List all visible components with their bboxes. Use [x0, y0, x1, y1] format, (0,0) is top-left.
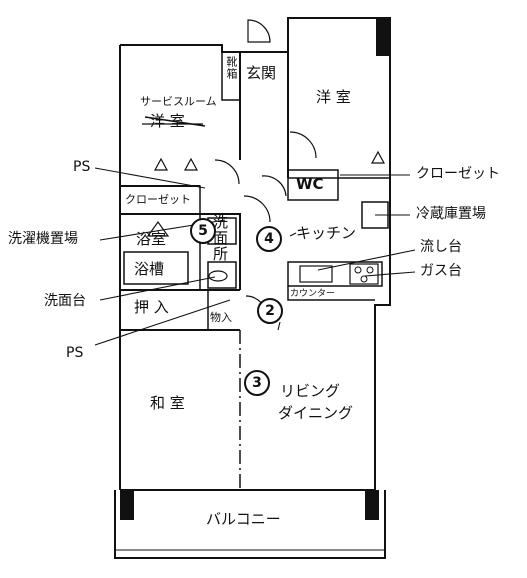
bathtub-box: [123, 251, 189, 285]
burner-2: [366, 266, 374, 274]
callout-sink: 流し台: [420, 239, 462, 255]
leader-ps-bottom: [94, 299, 231, 346]
marker-5: 5: [190, 218, 216, 244]
sink-box: [299, 265, 333, 283]
burner-1: [354, 266, 362, 274]
bathtub-label: 浴槽: [134, 260, 165, 278]
leader-ps-top: [94, 167, 206, 189]
arrow-marker-2: [277, 321, 281, 331]
leader-sink: [317, 249, 416, 271]
column-bottom-right: [365, 490, 379, 520]
balcony-label: バルコニー: [206, 510, 281, 528]
storage-label: 物入: [210, 311, 232, 324]
japanese-room-label: 和 室: [150, 394, 185, 412]
marker-4: 4: [256, 226, 282, 252]
wall-bath-top: [120, 213, 241, 290]
wc-label: WC: [296, 175, 324, 193]
vanity-basin: [208, 270, 228, 282]
marker-triangle-3: [370, 150, 386, 164]
kitchen-counter: [287, 261, 383, 287]
marker-triangle-4: [146, 220, 170, 237]
closet-small-label: クローゼット: [125, 193, 191, 206]
oshiire-label: 押 入: [134, 298, 169, 316]
marker-2: 2: [257, 298, 283, 324]
callout-ps-bottom: PS: [66, 345, 84, 361]
outer-wall-top: [120, 17, 391, 290]
bathroom-label: 浴室: [136, 230, 167, 248]
western-room-label: 洋 室: [316, 88, 351, 106]
column-top-right: [376, 18, 390, 56]
callout-closet: クローゼット: [416, 166, 500, 182]
column-bottom-left: [120, 490, 134, 520]
washroom-label: 洗面所: [211, 214, 229, 262]
counter-label: カウンター: [290, 289, 336, 299]
wc-box: [287, 169, 339, 201]
living-label: リビング: [280, 382, 341, 400]
service-room-label: サービスルーム: [140, 95, 217, 108]
door-western: [289, 131, 317, 159]
marker-triangle-1: [153, 157, 169, 171]
arrow-marker-4: [289, 232, 297, 237]
balcony-outline: [114, 490, 386, 559]
counter-edge: [287, 286, 375, 301]
leader-vanity: [99, 276, 216, 301]
callout-washing-machine: 洗濯機置場: [8, 231, 78, 247]
callout-ps-top: PS: [73, 159, 91, 175]
shoe-box: [221, 52, 240, 101]
leader-gas: [364, 271, 416, 277]
gas-stove-box: [349, 263, 379, 285]
callout-vanity: 洗面台: [44, 293, 86, 309]
shoe-box-label: 靴箱: [225, 56, 238, 80]
dining-label: ダイニング: [278, 404, 354, 422]
vanity-box: [207, 261, 237, 289]
door-wc: [261, 175, 287, 197]
burner-3: [360, 275, 368, 283]
door-entrance: [247, 19, 271, 43]
service-room-struck-label: 洋 室: [150, 112, 185, 130]
door-service-room: [214, 159, 240, 185]
marker-3: 3: [244, 370, 270, 396]
marker-triangle-2: [183, 157, 199, 171]
callout-fridge: 冷蔵庫置場: [416, 206, 486, 222]
callout-gas: ガス台: [420, 263, 462, 279]
door-washroom: [243, 195, 271, 223]
entrance-label: 玄関: [246, 64, 277, 82]
outer-wall-right: [374, 290, 391, 490]
kitchen-label: キッチン: [296, 224, 357, 242]
